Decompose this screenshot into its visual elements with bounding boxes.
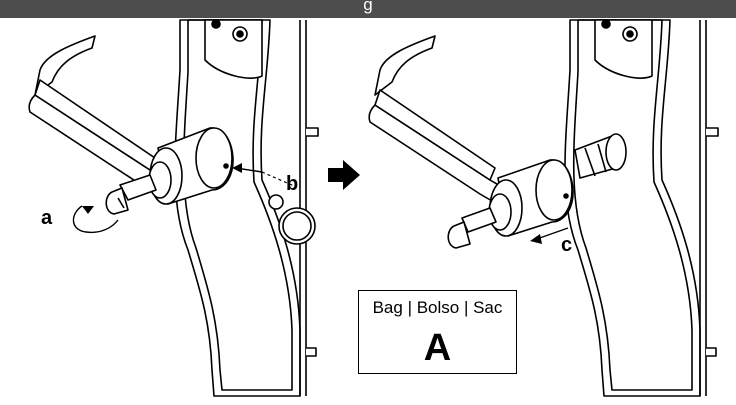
header-bar: g — [0, 0, 736, 18]
arrow-b-head — [232, 163, 242, 173]
header-title: g — [363, 0, 373, 14]
bag-label-text: Bag | Bolso | Sac — [372, 298, 503, 317]
bag-label-box: Bag | Bolso | Sac A — [358, 290, 517, 374]
label-a: a — [41, 207, 53, 229]
left-lock-illustration — [28, 19, 319, 397]
arrow-c-head — [530, 234, 542, 244]
right-lock-illustration — [368, 19, 719, 397]
bag-letter: A — [423, 327, 452, 369]
rotation-arrow-a — [72, 205, 119, 234]
label-b: b — [286, 173, 299, 195]
label-c: c — [561, 234, 573, 256]
rotation-arrowhead-a — [82, 206, 94, 214]
right-arrow-icon — [328, 160, 360, 190]
